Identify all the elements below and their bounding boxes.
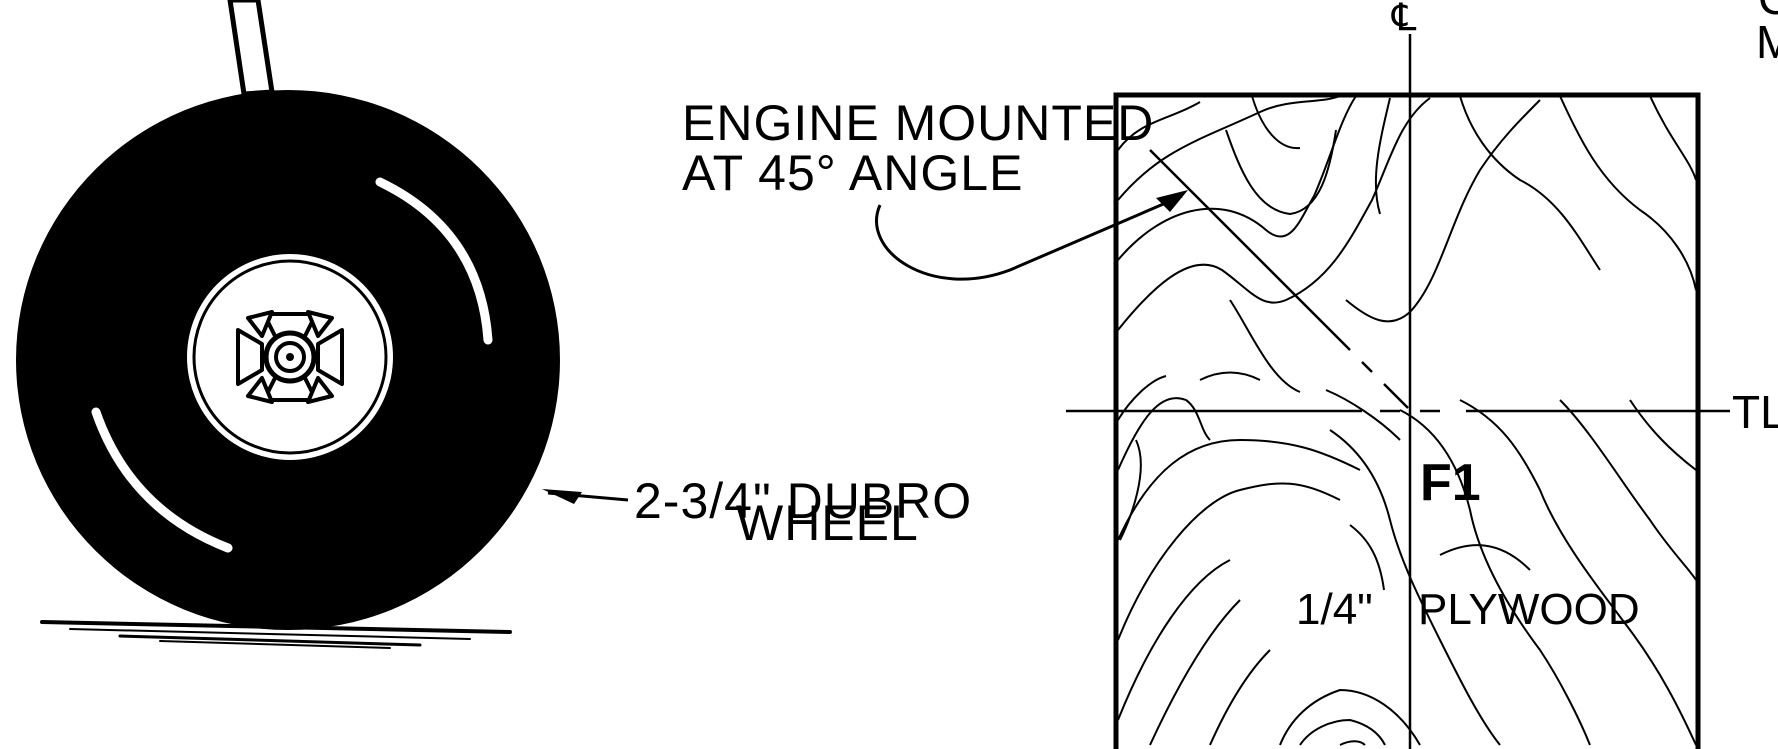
thrust-line-label: TL bbox=[1732, 386, 1778, 438]
plywood-grain bbox=[1117, 95, 1697, 746]
tread-highlight-upper bbox=[375, 177, 493, 345]
bulkhead-f1: F1 1/4" PLYWOOD bbox=[1066, 34, 1730, 749]
wheel-leader bbox=[542, 489, 629, 504]
tread-highlight-lower bbox=[91, 407, 233, 553]
engine-label-line2: AT 45° ANGLE bbox=[682, 145, 1023, 201]
axle-center bbox=[286, 353, 294, 361]
landing-gear-strut bbox=[227, 0, 275, 97]
wheel-label-line1: 2-3/4" DUBRO bbox=[634, 473, 972, 529]
engine-label-line1: ENGINE MOUNTED bbox=[682, 95, 1154, 151]
part-number-label: F1 bbox=[1420, 454, 1481, 512]
centerline-symbol: ℄ bbox=[1391, 0, 1417, 39]
engine-axis-45deg bbox=[1149, 149, 1409, 409]
engine-leader bbox=[875, 190, 1188, 281]
bulkhead-outline bbox=[1113, 92, 1701, 749]
edge-letter-bottom: M bbox=[1756, 16, 1778, 68]
material-label: PLYWOOD bbox=[1418, 585, 1640, 634]
ground-line bbox=[40, 620, 512, 649]
edge-letter-top: C bbox=[1758, 0, 1778, 24]
hub-spokes bbox=[236, 310, 344, 404]
wheel-assembly bbox=[16, 0, 560, 649]
material-thickness-label: 1/4" bbox=[1296, 585, 1373, 634]
hub-ring-line bbox=[192, 259, 388, 455]
wheel-label-line2-visible: WHEEL bbox=[736, 495, 919, 551]
